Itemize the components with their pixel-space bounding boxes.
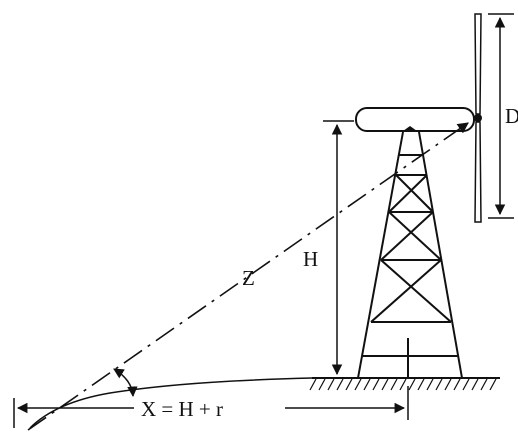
upper-blade — [474, 13, 482, 115]
ground-hatching — [309, 378, 497, 391]
rotor-hub — [474, 114, 482, 122]
diameter-label: D — [505, 104, 518, 128]
angle-arc — [113, 368, 138, 398]
slant-label: Z — [242, 266, 255, 290]
height-dimension — [323, 120, 354, 376]
slant-line — [27, 122, 469, 431]
diameter-dimension — [488, 13, 514, 219]
rotor-blades — [474, 13, 482, 223]
height-label: H — [303, 247, 318, 271]
lattice-tower — [357, 131, 463, 379]
ground-distance-dimension — [13, 386, 409, 428]
ground-distance-label: X = H + r — [141, 397, 223, 421]
ground — [29, 377, 500, 429]
lower-blade — [474, 121, 482, 223]
nacelle — [355, 107, 482, 132]
